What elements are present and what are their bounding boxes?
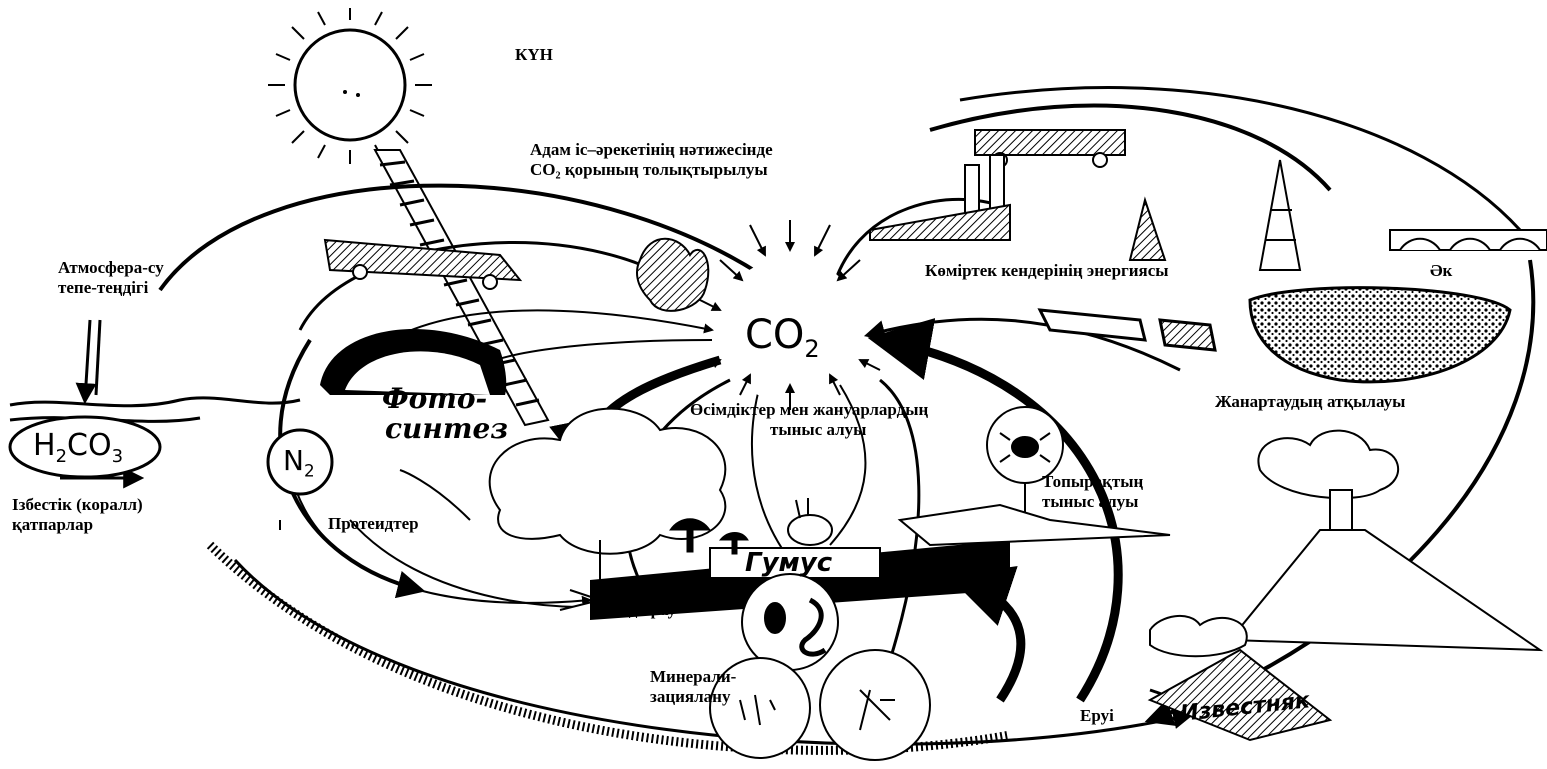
co2-label: CO2 [745, 312, 820, 363]
h2co3-label: H2CO3 [33, 428, 123, 467]
car-icon [325, 240, 520, 289]
volcano-icon [1230, 431, 1540, 650]
coal-basin [1250, 288, 1510, 382]
n2-label: N2 [283, 444, 315, 481]
atmosphere-water-label-line1: Атмосфера-су [58, 258, 164, 278]
human-activity-label-line1: Адам іс–әрекетінің нәтижесінде [530, 140, 773, 160]
decomposition-label: Ыдырау [612, 600, 676, 620]
soil-respiration-label-line2: тыныс алуы [1042, 492, 1138, 512]
volcano-label: Жанартаудың атқылауы [1215, 392, 1405, 412]
respiration-label-line1: Өсімдіктер мен жануарлардың [690, 400, 928, 420]
coal-energy-label: Көміртек кендерінің энергиясы [925, 261, 1169, 281]
sun-label: КҮН [515, 45, 553, 65]
limestone-layers-label-line1: Ізбестік (коралл) [12, 495, 143, 515]
decomposition-circle [742, 574, 838, 670]
lime-label: Әк [1430, 261, 1452, 281]
mineralization-label-line2: зациялану [650, 687, 730, 707]
limestone-layers-label-line2: қатпарлар [12, 515, 93, 535]
fire-icon [637, 239, 708, 311]
respiration-label-line2: тыныс алуы [770, 420, 866, 440]
proteids-label: Протеидтер [328, 514, 419, 534]
soil-respiration-label-line1: Топырақтың [1042, 472, 1143, 492]
industry-icons [870, 130, 1547, 270]
human-activity-label-line2: CO₂ қорының толықтырылуы [530, 160, 768, 180]
mineralization-label-line1: Минерали- [650, 667, 736, 687]
humus-label: Гумус [745, 548, 832, 578]
sun-icon [268, 8, 432, 164]
photosynthesis-label-line2: синтез [385, 412, 508, 445]
mine-fragments [1040, 310, 1215, 350]
dissolution-label: Еруі [1080, 706, 1114, 726]
atmosphere-water-label-line2: тепе-теңдігі [58, 278, 148, 298]
photosynthesis-label-line1: Фото- [382, 382, 487, 415]
